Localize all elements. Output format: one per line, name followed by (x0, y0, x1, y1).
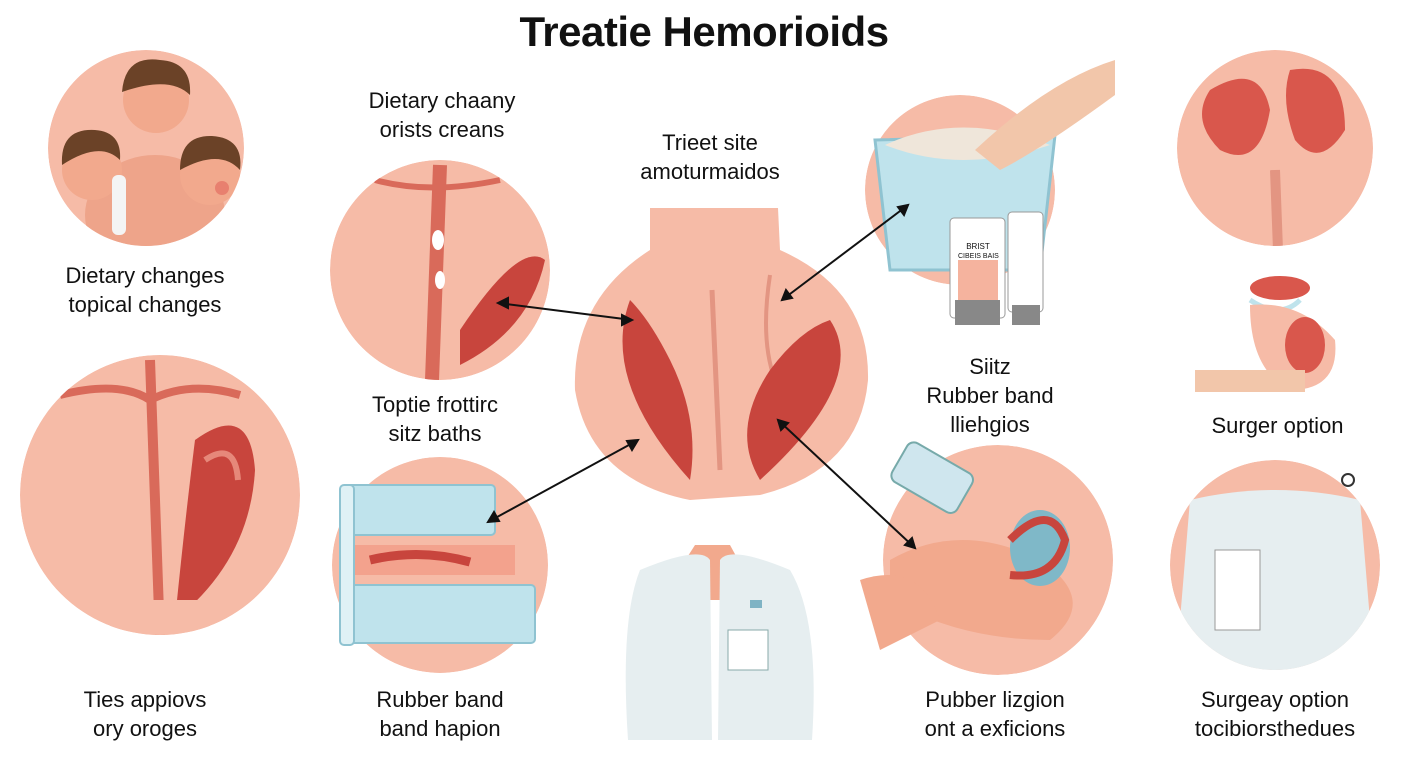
ligator-device (890, 441, 974, 514)
center-anatomy (574, 208, 869, 500)
label-bottom-right-mid-line-2: ont a exficions (924, 716, 1066, 741)
tube-label-1: BRIST (966, 242, 990, 251)
label-top-left: Dietary changes topical changes (40, 261, 250, 319)
label-center-top: Trieet site amoturmaidos (605, 128, 815, 186)
patients-illustration (48, 50, 244, 246)
label-far-right-mid-line-1: Surger option (1211, 413, 1344, 438)
label-bottom-mid-line-1: Rubber band (376, 687, 504, 712)
anatomy-closeup (330, 160, 550, 380)
page-title: Treatie Hemorioids (519, 8, 889, 55)
tube-label-2: CIBEIS BAIS (958, 253, 999, 260)
label-right-mid-line-2: Rubber band (926, 383, 1054, 408)
label-center-top-line-2: amoturmaidos (640, 159, 780, 184)
label-top-mid: Dietary chaany orists creans (332, 86, 552, 144)
arrows (486, 203, 917, 550)
label-top-mid-line-1: Dietary chaany (368, 88, 516, 113)
label-bottom-right-mid: Pubber lizgion ont a exficions (890, 685, 1100, 743)
label-mid-mid-line-2: sitz baths (388, 421, 482, 446)
anatomy-large (20, 355, 300, 635)
organ-closeup (1177, 50, 1373, 246)
bath-tray-top (344, 484, 496, 536)
label-right-mid: Siitz Rubber band lliehgios (890, 352, 1090, 439)
label-top-left-line-2: topical changes (68, 292, 222, 317)
label-bottom-left-line-2: ory oroges (93, 716, 197, 741)
label-far-right-bottom: Surgeay option tocibiorsthedues (1165, 685, 1385, 743)
label-top-mid-line-2: orists creans (379, 117, 505, 142)
label-right-mid-line-1: Siitz (969, 354, 1011, 379)
label-center-top-line-1: Trieet site (662, 130, 758, 155)
label-bottom-mid-line-2: band hapion (379, 716, 501, 741)
label-bottom-left: Ties appiovs ory oroges (45, 685, 245, 743)
doctor-illustration (625, 545, 814, 740)
label-right-mid-line-3: lliehgios (950, 412, 1030, 437)
label-far-right-mid: Surger option (1175, 411, 1380, 440)
label-bottom-right-mid-line-1: Pubber lizgion (925, 687, 1065, 712)
label-mid-mid: Toptie frottirc sitz baths (325, 390, 545, 448)
label-top-left-line-1: Dietary changes (65, 263, 225, 288)
bath-tray-bottom (344, 584, 536, 644)
label-mid-mid-line-1: Toptie frottirc (372, 392, 498, 417)
surgery-small-illustration (1195, 276, 1336, 392)
cream-tube-2 (1007, 211, 1044, 313)
label-bottom-mid: Rubber band band hapion (330, 685, 550, 743)
label-bottom-left-line-1: Ties appiovs (83, 687, 207, 712)
label-far-right-bottom-line-2: tocibiorsthedues (1194, 716, 1356, 741)
label-far-right-bottom-line-1: Surgeay option (1201, 687, 1349, 712)
surgeon-illustration (1170, 460, 1380, 670)
